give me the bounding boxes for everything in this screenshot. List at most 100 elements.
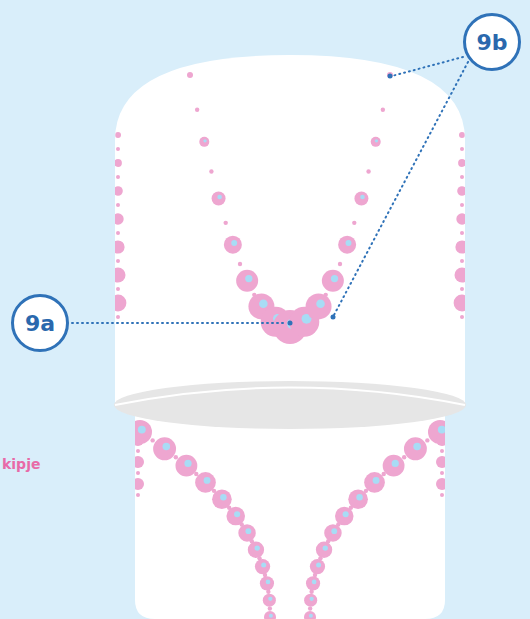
part-label: kipje [2, 456, 40, 472]
bead [195, 472, 216, 493]
bead [111, 240, 124, 253]
bead [187, 72, 193, 78]
bead [436, 478, 448, 490]
bead [304, 611, 316, 619]
bead [132, 478, 144, 490]
upper-body [115, 55, 465, 405]
bead [116, 315, 120, 319]
bead-highlight [231, 240, 237, 246]
leader-dot [388, 74, 393, 79]
bead-highlight [217, 195, 222, 200]
bead-highlight [373, 477, 380, 484]
bead-highlight [316, 300, 325, 309]
bead [458, 159, 466, 167]
bead [238, 262, 242, 266]
bead [132, 434, 144, 446]
bead [436, 434, 448, 446]
bead [212, 191, 226, 205]
bead [454, 295, 471, 312]
bead-highlight [360, 195, 365, 200]
bead [199, 137, 209, 147]
bead [212, 489, 232, 509]
bead-highlight [309, 597, 313, 601]
bead [352, 221, 356, 225]
bead [248, 542, 264, 558]
bead-highlight [392, 460, 399, 467]
bead [136, 471, 140, 475]
bead-highlight [331, 275, 338, 282]
callout-circle: 9b [463, 13, 521, 71]
bead [460, 287, 464, 291]
bead [263, 594, 276, 607]
bead [116, 175, 120, 179]
leader-lines [72, 57, 468, 323]
bead [195, 108, 199, 112]
bead [268, 606, 272, 610]
necklace-beads [110, 72, 471, 344]
bead [116, 147, 120, 151]
bead [266, 590, 270, 594]
lower-body [135, 405, 445, 619]
bead [113, 186, 123, 196]
bead-highlight [346, 240, 352, 246]
bead [264, 611, 276, 619]
bead [136, 449, 140, 453]
bead [150, 438, 154, 442]
bead [381, 108, 385, 112]
bead [459, 132, 465, 138]
bead [175, 455, 197, 477]
bead [383, 455, 405, 477]
bead [153, 437, 176, 460]
bead-highlight [356, 494, 362, 500]
bead [116, 231, 120, 235]
bead [306, 293, 332, 319]
bead [110, 295, 127, 312]
bead [460, 231, 464, 235]
bead [111, 268, 126, 283]
bead [460, 259, 464, 263]
bead-highlight [413, 443, 421, 451]
bead-highlight [138, 426, 146, 434]
bead [455, 268, 470, 283]
bead [322, 270, 344, 292]
leader-dot [288, 321, 293, 326]
bead-highlight [309, 614, 313, 618]
bead-highlight [331, 528, 337, 534]
bead [460, 315, 464, 319]
bead [310, 559, 325, 574]
bead [460, 203, 464, 207]
bead-highlight [203, 139, 206, 142]
bead [324, 524, 341, 541]
bead [425, 438, 429, 442]
bead-highlight [316, 562, 321, 567]
bead-highlight [234, 511, 240, 517]
bead-highlight [259, 300, 268, 309]
bead [112, 213, 123, 224]
bead-highlight [245, 275, 252, 282]
waist-band [114, 381, 466, 429]
bead [308, 606, 312, 610]
bead [136, 493, 140, 497]
bead-highlight [312, 580, 317, 585]
bead [324, 293, 328, 297]
bead [224, 236, 242, 254]
bead [116, 259, 120, 263]
callout-number: 9a [25, 311, 55, 336]
leader-dot [331, 315, 336, 320]
bead [306, 576, 320, 590]
bead [455, 240, 468, 253]
bead-highlight [245, 528, 251, 534]
bead [260, 576, 274, 590]
callout-circle: 9a [11, 294, 69, 352]
lower-beads [128, 420, 452, 619]
bead [364, 472, 385, 493]
bead-highlight [269, 614, 273, 618]
bead [338, 262, 342, 266]
bead-highlight [254, 545, 259, 550]
bead [436, 456, 448, 468]
bead [460, 175, 464, 179]
bead-highlight [266, 580, 271, 585]
bead [255, 559, 270, 574]
bead [209, 169, 213, 173]
